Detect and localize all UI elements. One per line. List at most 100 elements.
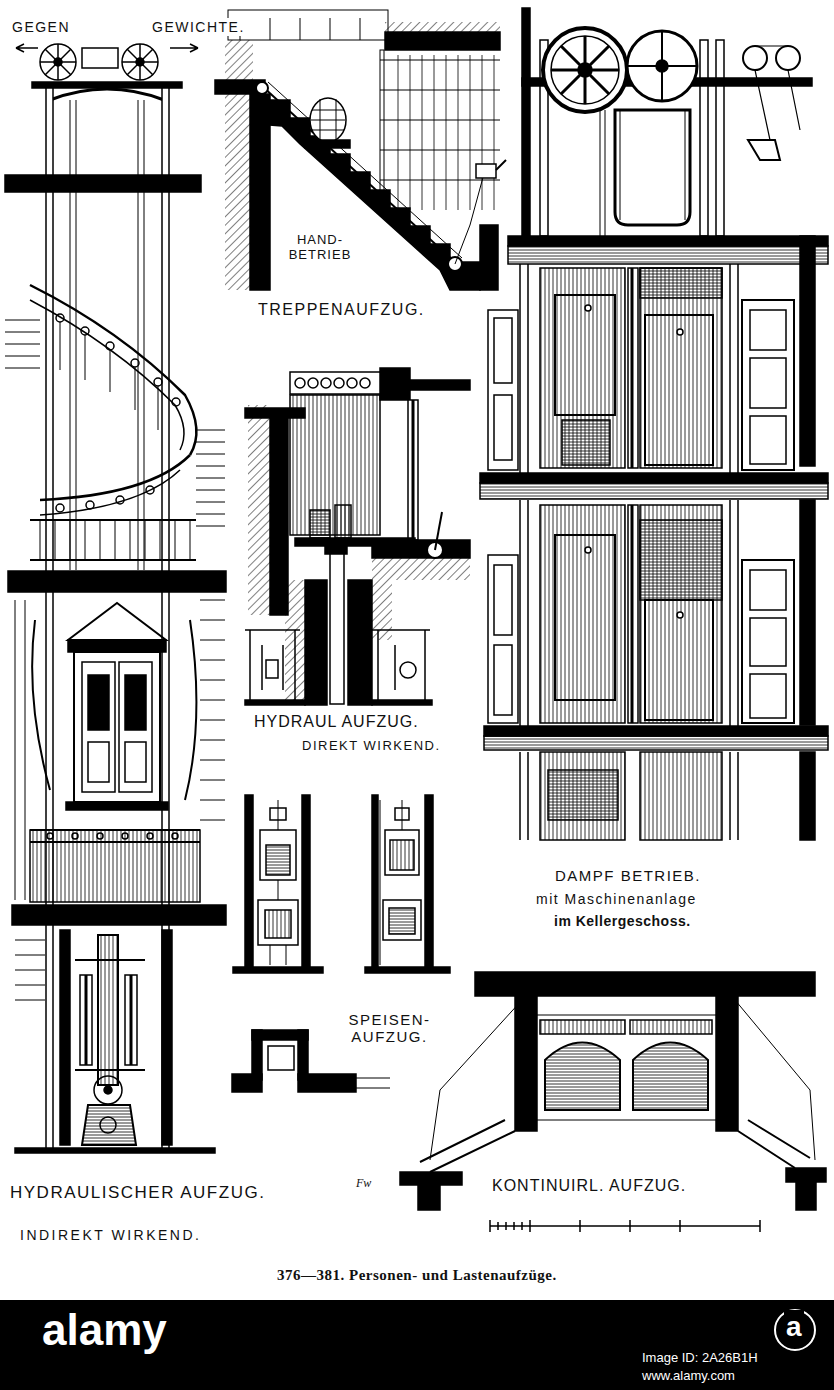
steam-lift-part [742,300,794,470]
indirect-hydraulic-lift-part [75,960,145,1070]
direct-hydraulic-lift-part [290,372,382,394]
drive-label: HAND- BETRIEB [282,232,358,264]
indirect-hydraulic-lift-part [88,742,109,782]
continuous-lift-part [400,1172,462,1210]
stair-lift-part [398,55,494,210]
indirect-hydraulic-lift-part [82,1105,136,1145]
indirect-hydraulic-lift-part [200,600,225,820]
steam-lift-part [631,505,634,723]
steam-lift-part [484,736,828,750]
steam-lift-part [522,8,530,236]
stair-lift-part [250,94,270,290]
stair-lift-part [225,40,253,290]
steam-lift-part [640,505,722,723]
direct-hydraulic-lift-part [408,400,418,540]
continuous-lift-part [475,972,815,996]
steam-lift-part [615,110,690,225]
steam-lift-part [800,500,815,725]
indirect-hydraulic-lift-part [68,640,166,652]
direct-hydraulic-lift-part [266,660,278,678]
counterweight-label: GEGEN [10,18,72,36]
lift-title: HYDRAUL AUFZUG. [252,712,421,732]
dumbwaiter-part [372,795,378,970]
steam-lift [480,8,828,840]
direct-hydraulic-lift-part [330,554,344,704]
continuous-lift-part [786,1168,826,1210]
stair-lift-part [385,32,500,50]
steam-lift-part [750,570,786,610]
steam-lift-part [627,31,697,101]
steam-lift-part [628,268,638,468]
continuous-lift-part [540,1020,625,1034]
continuous-lift [400,972,826,1210]
indirect-hydraulic-lift-part [40,455,190,500]
indirect-hydraulic-lift-part [82,662,115,792]
lift-subtitle: INDIREKT WIRKEND. [18,1226,203,1244]
direct-hydraulic-lift-part [372,540,470,558]
steam-lift-part [750,416,786,464]
steam-lift-part [640,268,722,468]
steam-lift-part [508,246,828,264]
dumbwaiter-part [252,1030,262,1080]
dumbwaiter-part [258,900,298,945]
continuous-lift-part [738,1120,810,1168]
steam-lift-part [494,565,512,635]
figure-caption: 376—381. Personen- und Lastenaufzüge. [275,1266,559,1285]
indirect-hydraulic-lift-part [60,930,70,1145]
steam-lift-part [508,236,828,246]
counterweight-label: GEWICHTE. [150,18,247,36]
steam-lift-part [640,752,722,840]
dumbwaiter-part [232,1074,262,1092]
direct-hydraulic-lift-part [335,505,351,538]
dumbwaiter-part [270,800,286,965]
indirect-hydraulic-lift-part [88,675,109,730]
steam-lift-part [716,40,724,236]
direct-hydraulic-lift-part [321,378,331,388]
dumbwaiter-part [356,1078,390,1088]
artist-signature: Fw [354,1176,373,1192]
indirect-hydraulic-lift-part [40,44,76,80]
stair-lift-part [240,18,360,40]
continuous-lift-part [515,996,537,1131]
steam-lift-part [742,560,794,723]
continuous-lift-part [630,1020,712,1034]
direct-hydraulic-lift-part [347,378,357,388]
dumbwaiter-part [390,840,414,870]
steam-lift-part [640,268,722,298]
indirect-hydraulic-lift-part [15,940,45,1000]
dumbwaiter-part [385,830,419,875]
lift-subtitle: im Kellergeschoss. [552,912,693,930]
steam-lift-part [748,140,780,160]
continuous-lift-part [735,1000,815,1160]
stair-lift-part [496,160,506,170]
steam-lift-part [800,752,815,840]
indirect-hydraulic-lift-part [106,342,114,350]
steam-lift-part [540,752,625,840]
dumbwaiter-part [395,808,409,820]
indirect-hydraulic-lift-part [100,1117,116,1133]
lift-title: KONTINUIRL. AUFZUG. [490,1176,688,1196]
direct-hydraulic-lift-part [305,580,327,705]
steam-lift-part [700,40,708,236]
steam-lift-part [800,236,815,466]
stair-lift-part [310,98,346,142]
indirect-hydraulic-lift-part [15,600,25,900]
dumbwaiter-part [245,795,253,970]
continuous-lift-part [716,996,738,1131]
dumbwaiter-part [233,967,323,973]
steam-lift-part [750,310,786,350]
stair-lift-part [305,140,350,148]
direct-hydraulic-lift-part [435,512,442,550]
indirect-hydraulic-lift-part [32,82,182,88]
indirect-hydraulic-lift-part [81,327,89,335]
page-ground [0,0,834,1300]
stair-lift-part [480,225,498,290]
dumbwaiter-part [265,910,291,938]
direct-hydraulic-lift-part [372,630,430,700]
steam-lift-part [520,264,738,473]
steam-lift-part [645,315,713,465]
direct-hydraulic-lift-part [410,380,470,390]
indirect-hydraulic-lift-part [56,314,64,322]
indirect-hydraulic-lift-part [97,833,103,839]
steam-lift-part [750,674,786,718]
